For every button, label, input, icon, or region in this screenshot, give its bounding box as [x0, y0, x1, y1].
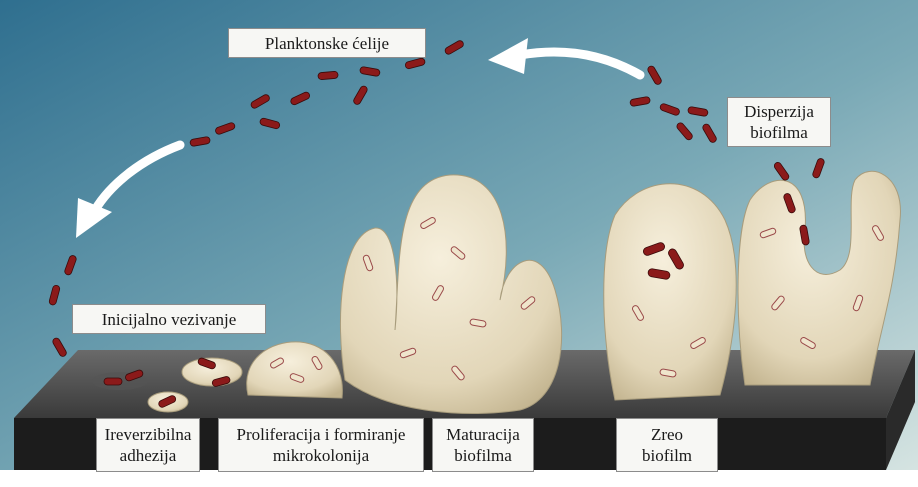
initial-attachment-label: Inicijalno vezivanje [72, 304, 266, 334]
mature-biofilm-label: Zreo biofilm [616, 418, 718, 472]
biofilm-dispersion-label: Disperzija biofilma [727, 97, 831, 147]
irreversible-adhesion-label: Ireverzibilna adhezija [96, 418, 200, 472]
planktonic-cells-label: Planktonske ćelije [228, 28, 426, 58]
biofilm-maturation-label: Maturacija biofilma [432, 418, 534, 472]
microcolony-formation-label: Proliferacija i formiranje mikrokolonija [218, 418, 424, 472]
mature-biofilm-left [604, 184, 736, 400]
